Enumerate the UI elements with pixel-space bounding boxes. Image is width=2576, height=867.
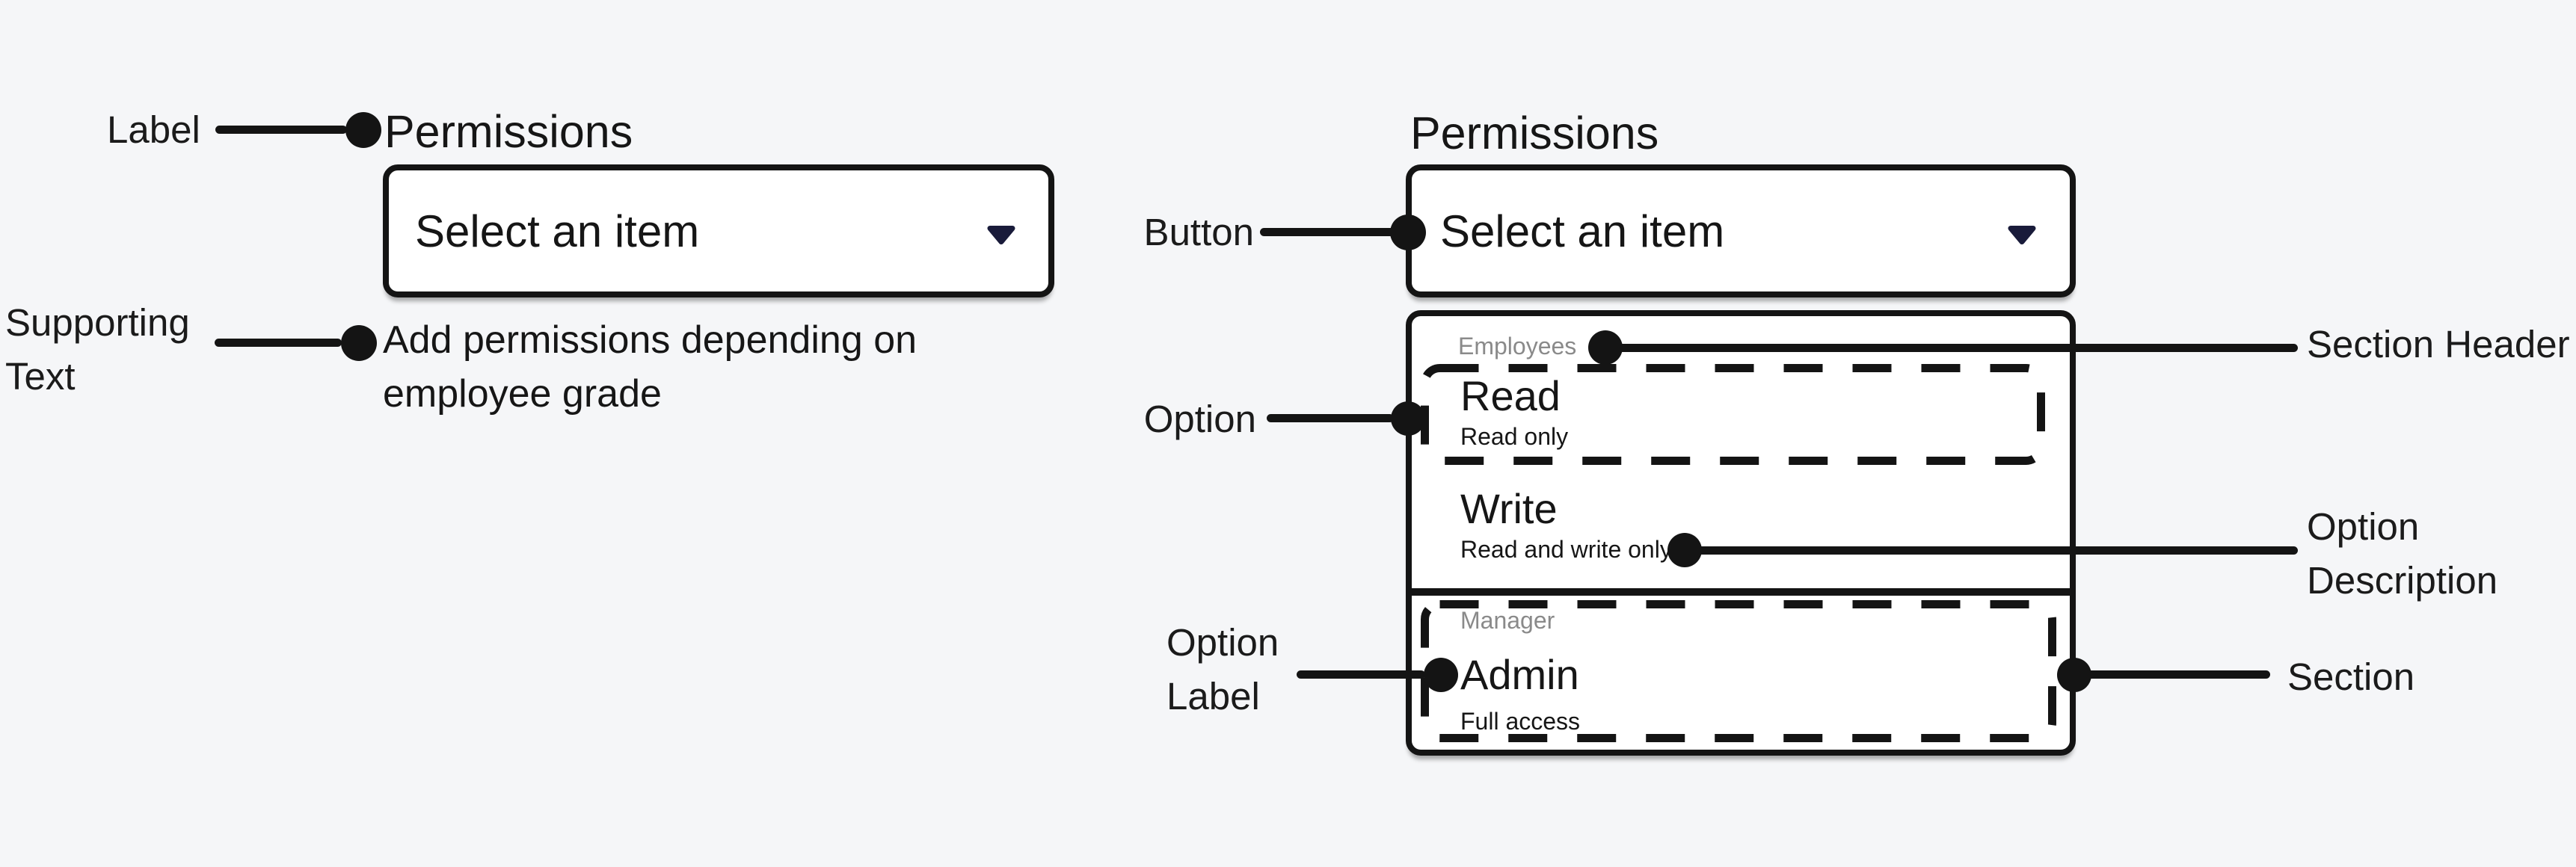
chevron-down-icon [986, 225, 1016, 249]
annotation-section-header-dot [1588, 330, 1623, 365]
annotation-button-dot [1390, 215, 1426, 250]
annotation-option: Option [1143, 398, 1256, 440]
option-admin-description: Full access [1460, 708, 1581, 735]
annotation-label-dot [345, 112, 381, 148]
annotation-option-label-line1: Option [1166, 621, 1279, 664]
closed-select-label: Permissions [384, 106, 633, 157]
annotation-section-leader-line [2076, 670, 2270, 679]
closed-select-supporting-text: Add permissions depending on employee gr… [383, 313, 917, 421]
supporting-text-line2: employee grade [383, 372, 662, 416]
annotation-button: Button [1143, 211, 1254, 253]
supporting-text-line1: Add permissions depending on [383, 318, 917, 362]
annotation-option-label-leader-line [1297, 670, 1425, 679]
closed-select-button[interactable]: Select an item [383, 164, 1054, 297]
section-dashed-outline [1421, 600, 2056, 742]
option-admin-label[interactable]: Admin [1460, 651, 1579, 698]
annotation-supporting-text: Supporting Text [5, 296, 190, 404]
annotation-section-header-leader-line [1608, 344, 2298, 352]
option-read-label[interactable]: Read [1460, 372, 1561, 419]
dropdown-menu-panel [1406, 310, 2076, 756]
option-read-description: Read only [1460, 423, 1569, 450]
annotation-label: Label [107, 108, 200, 151]
annotation-supporting-text-line2: Text [5, 355, 76, 398]
annotation-option-label-dot [1424, 658, 1458, 692]
annotation-supporting-text-line1: Supporting [5, 301, 190, 344]
annotation-option-description-leader-line [1686, 546, 2298, 555]
open-select-label: Permissions [1410, 108, 1659, 158]
annotation-section-dot [2057, 658, 2091, 692]
option-write-label[interactable]: Write [1460, 485, 1558, 532]
annotation-section-header: Section Header [2307, 323, 2570, 365]
section-header-employees: Employees [1458, 333, 1577, 360]
annotation-option-label-line2: Label [1166, 675, 1260, 718]
section-divider [1406, 588, 2076, 596]
annotation-button-leader-line [1260, 228, 1395, 236]
chevron-down-icon [2007, 225, 2037, 249]
open-select-button[interactable]: Select an item [1406, 164, 2076, 297]
annotation-option-description: Option Description [2307, 500, 2497, 608]
annotation-option-label: Option Label [1166, 616, 1279, 723]
annotation-section: Section [2287, 655, 2415, 698]
section-header-manager: Manager [1460, 607, 1555, 634]
annotation-label-leader-line [215, 126, 347, 134]
closed-select-button-text: Select an item [415, 206, 700, 256]
annotation-option-description-dot [1667, 533, 1702, 567]
annotation-option-description-line2: Description [2307, 559, 2498, 602]
annotation-supporting-leader-line [215, 339, 342, 347]
annotation-option-description-line1: Option [2307, 505, 2420, 548]
annotation-option-dot [1391, 401, 1425, 436]
annotation-option-leader-line [1267, 414, 1394, 422]
annotation-supporting-dot [341, 325, 377, 361]
open-select-button-text: Select an item [1440, 206, 1725, 256]
option-write-description: Read and write only [1460, 536, 1672, 563]
